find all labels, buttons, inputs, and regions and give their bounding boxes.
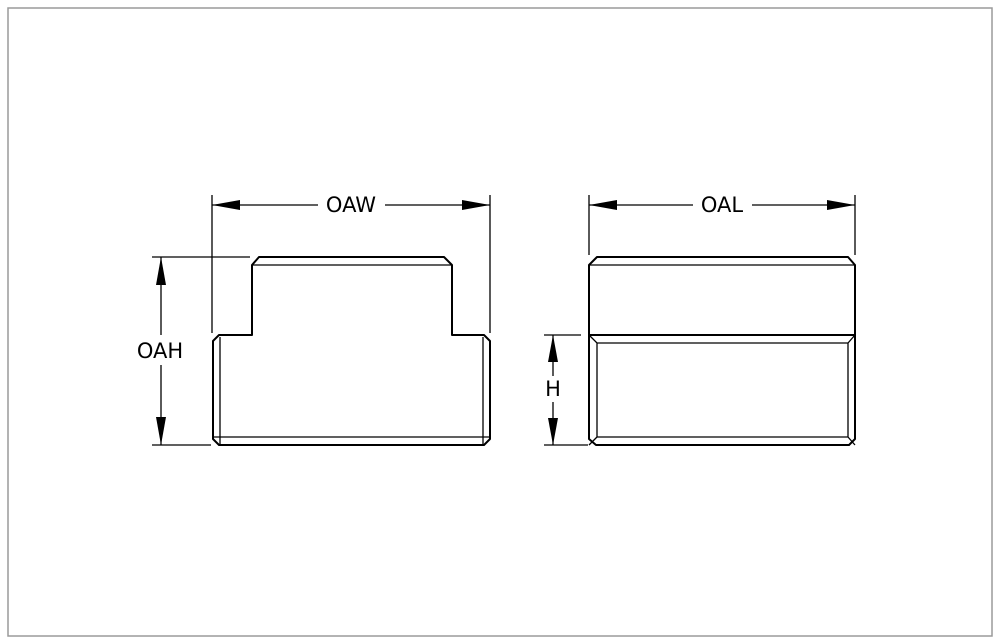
drawing-frame bbox=[7, 7, 993, 637]
arrow-up-icon bbox=[548, 335, 558, 362]
front-view-outline bbox=[212, 256, 491, 446]
arrow-right-icon bbox=[462, 200, 490, 210]
arrow-down-icon bbox=[548, 418, 558, 445]
oah-label: OAH bbox=[137, 339, 183, 363]
h-label: H bbox=[545, 377, 561, 401]
arrow-down-icon bbox=[156, 417, 166, 445]
side-view: OAL H bbox=[544, 193, 856, 446]
side-view-outline bbox=[588, 256, 856, 446]
hex-face-lines bbox=[588, 334, 856, 446]
arrow-left-icon bbox=[589, 200, 617, 210]
arrow-right-icon bbox=[827, 200, 855, 210]
oal-label: OAL bbox=[701, 193, 744, 217]
arrow-up-icon bbox=[156, 257, 166, 285]
oaw-label: OAW bbox=[326, 193, 376, 217]
front-view: OAW OAH bbox=[137, 193, 491, 446]
arrow-left-icon bbox=[212, 200, 240, 210]
